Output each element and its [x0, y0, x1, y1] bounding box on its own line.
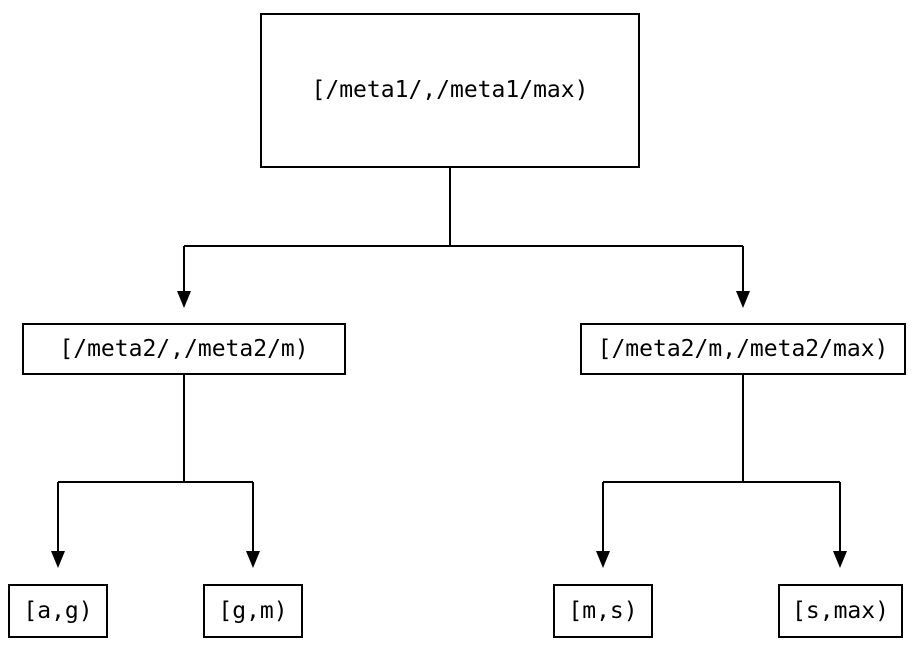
tree-leaf-ms-label: [m,s)	[568, 597, 638, 624]
tree-node-meta2-lower: [/meta2/,/meta2/m)	[22, 323, 346, 375]
arrowhead-to-leaf-ms	[596, 551, 610, 568]
tree-leaf-ms: [m,s)	[553, 584, 653, 638]
tree-leaf-gm-label: [g,m)	[218, 597, 288, 624]
tree-node-root: [/meta1/,/meta1/max)	[260, 13, 640, 168]
tree-leaf-smax-label: [s,max)	[792, 597, 889, 624]
arrowhead-to-leaf-smax	[833, 551, 847, 568]
connector-left-stem	[57, 375, 254, 551]
arrowhead-to-leaf-gm	[246, 551, 260, 568]
arrowhead-to-leaf-ag	[51, 551, 65, 568]
tree-node-root-label: [/meta1/,/meta1/max)	[311, 77, 589, 103]
tree-leaf-smax: [s,max)	[778, 584, 903, 638]
tree-leaf-ag: [a,g)	[8, 584, 108, 638]
tree-leaf-ag-label: [a,g)	[23, 597, 93, 624]
arrowhead-to-right-node	[736, 291, 750, 308]
connector-right-stem	[602, 375, 841, 551]
tree-node-meta2-upper-label: [/meta2/m,/meta2/max)	[597, 335, 889, 362]
tree-node-meta2-upper: [/meta2/m,/meta2/max)	[580, 323, 906, 375]
connector-root-stem	[183, 168, 744, 291]
tree-node-meta2-lower-label: [/meta2/,/meta2/m)	[59, 335, 309, 362]
arrowhead-to-left-node	[177, 291, 191, 308]
tree-leaf-gm: [g,m)	[203, 584, 303, 638]
